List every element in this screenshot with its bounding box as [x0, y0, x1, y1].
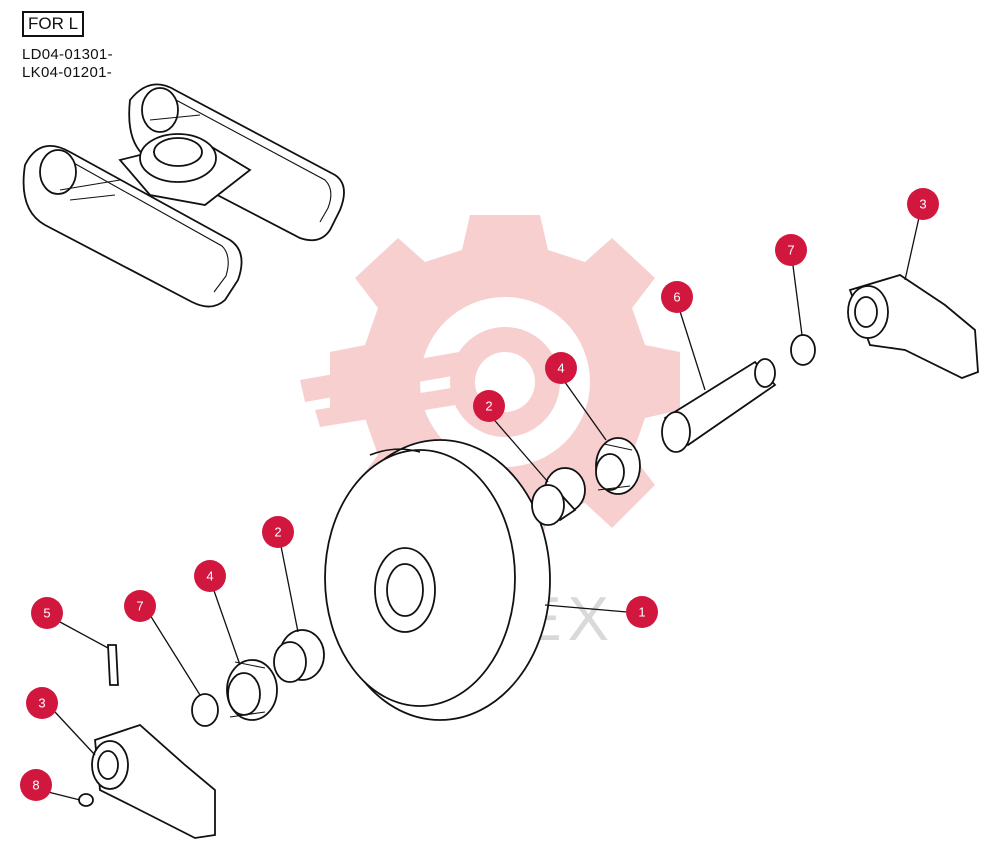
bushing-right [531, 467, 586, 526]
track-frame-illustration [22, 83, 345, 308]
model-tag: FOR L [22, 11, 84, 37]
callout-7-left[interactable]: 7 [124, 590, 156, 622]
bushing-left [273, 629, 325, 683]
o-ring-right [790, 334, 816, 366]
callout-3-left[interactable]: 3 [26, 687, 58, 719]
floating-seal-right [595, 437, 641, 495]
serial-range-2: LK04-01201- [22, 64, 113, 81]
svg-text:6: 6 [673, 290, 680, 305]
callout-4-left[interactable]: 4 [194, 560, 226, 592]
svg-text:8: 8 [32, 778, 39, 793]
floating-seal-left [226, 659, 278, 721]
svg-text:3: 3 [38, 696, 45, 711]
idler-wheel [324, 439, 551, 721]
svg-text:2: 2 [274, 525, 281, 540]
serial-range-1: LD04-01301- [22, 46, 113, 63]
leader-lines [47, 212, 921, 801]
callout-5[interactable]: 5 [31, 597, 63, 629]
callout-2-left[interactable]: 2 [262, 516, 294, 548]
svg-text:7: 7 [136, 599, 143, 614]
svg-text:1: 1 [638, 605, 645, 620]
o-ring-left [191, 693, 219, 727]
svg-text:7: 7 [787, 243, 794, 258]
svg-text:3: 3 [919, 197, 926, 212]
callout-8[interactable]: 8 [20, 769, 52, 801]
idler-bracket-left [91, 723, 216, 839]
callout-7-right[interactable]: 7 [775, 234, 807, 266]
pin [107, 644, 119, 686]
callout-3-right[interactable]: 3 [907, 188, 939, 220]
callout-2-right[interactable]: 2 [473, 390, 505, 422]
set-screw [78, 793, 94, 807]
svg-text:2: 2 [485, 399, 492, 414]
callout-6[interactable]: 6 [661, 281, 693, 313]
svg-text:5: 5 [43, 606, 50, 621]
callout-4-right[interactable]: 4 [545, 352, 577, 384]
svg-text:4: 4 [206, 569, 213, 584]
callout-1[interactable]: 1 [626, 596, 658, 628]
idler-bracket-right [847, 274, 979, 379]
idler-shaft [661, 358, 777, 453]
svg-text:4: 4 [557, 361, 564, 376]
